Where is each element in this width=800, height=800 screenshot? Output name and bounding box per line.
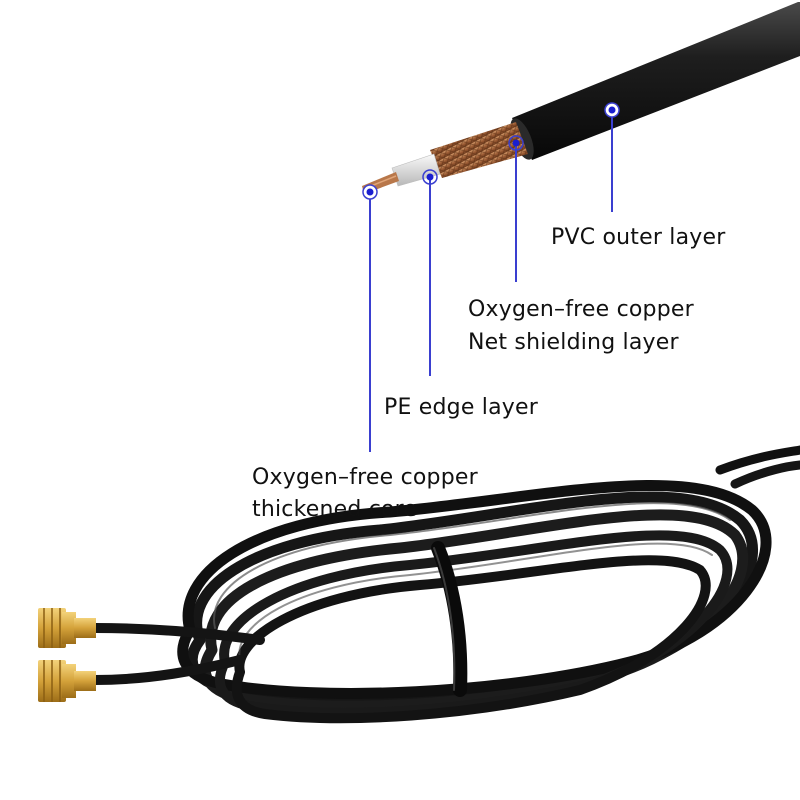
callouts xyxy=(362,102,620,452)
callout-marker-pe xyxy=(422,169,438,185)
sma-connector-top xyxy=(38,608,96,648)
copper-braid xyxy=(430,122,528,178)
label-pvc-outer-layer: PVC outer layer xyxy=(551,225,726,250)
connector-leads xyxy=(90,623,265,685)
label-core-line-2: thickened core xyxy=(252,497,418,522)
pvc-jacket xyxy=(512,2,800,160)
callout-marker-shield xyxy=(508,135,524,151)
label-shield-line-1: Oxygen–free copper xyxy=(468,297,694,322)
stripped-cable xyxy=(362,2,800,194)
label-shield-line-2: Net shielding layer xyxy=(468,330,679,355)
coiled-cable xyxy=(177,445,800,724)
label-pe-edge-layer: PE edge layer xyxy=(384,395,538,420)
label-core-line-1: Oxygen–free copper xyxy=(252,465,478,490)
cable-tie xyxy=(431,541,468,697)
sma-connector-bottom xyxy=(38,660,96,702)
